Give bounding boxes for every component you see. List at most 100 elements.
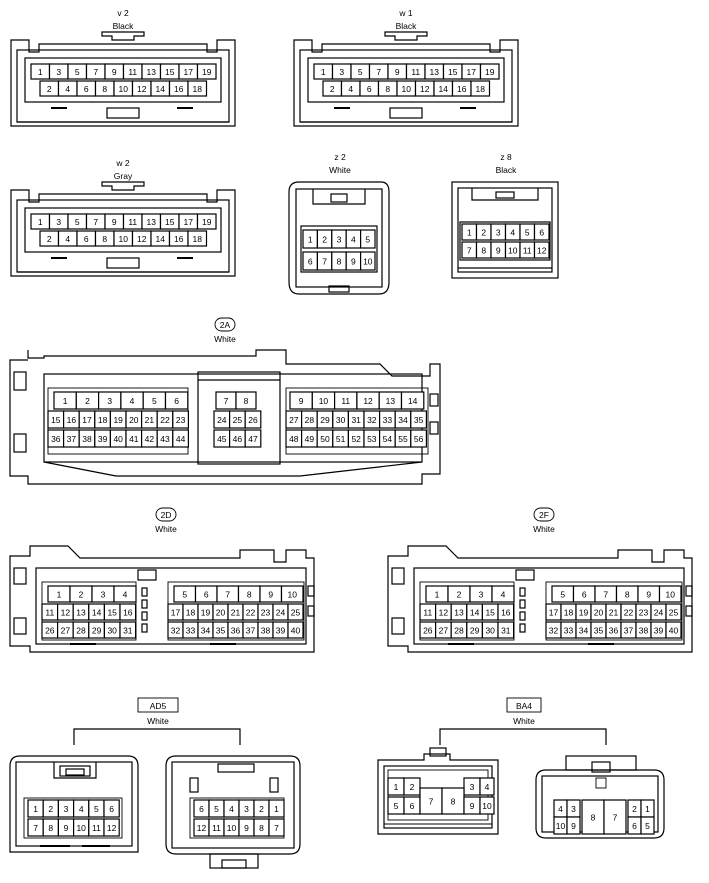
housing-outline — [106, 257, 140, 269]
pin-number: 19 — [202, 67, 212, 77]
pin-number: 2 — [47, 234, 52, 244]
pin-number: 15 — [165, 217, 175, 227]
pin-number: 13 — [430, 67, 440, 77]
pin-cell — [640, 816, 655, 835]
pin-number: 8 — [48, 823, 53, 833]
pin-cell — [103, 818, 120, 837]
pin-number: 5 — [75, 217, 80, 227]
pin-cell — [603, 799, 627, 835]
pin-number: 15 — [165, 67, 175, 77]
pin-number: 12 — [537, 245, 547, 255]
pin-number: 29 — [320, 415, 330, 425]
connector-code: v 2 — [117, 8, 129, 18]
pin-cell — [244, 410, 262, 429]
connector-color: Black — [496, 165, 518, 175]
pin-number: 14 — [156, 234, 166, 244]
housing-outline — [65, 768, 85, 776]
pin-cell — [665, 621, 682, 639]
pin-number: 32 — [549, 625, 559, 635]
pin-number: 46 — [233, 434, 243, 444]
pin-number: 56 — [414, 434, 424, 444]
housing-outline — [307, 57, 505, 103]
pin-number: 7 — [613, 812, 618, 822]
connector-code: z 8 — [500, 152, 512, 162]
pin-cell — [533, 223, 550, 241]
pin-number: 39 — [276, 625, 286, 635]
pin-number: 9 — [64, 823, 69, 833]
pin-number: 3 — [479, 589, 484, 599]
housing-outline — [591, 761, 611, 773]
pin-number: 14 — [156, 84, 166, 94]
housing-outline — [377, 753, 499, 835]
housing-outline — [391, 567, 405, 585]
pin-number: 9 — [470, 801, 475, 811]
pin-number: 4 — [229, 804, 234, 814]
pin-number: 9 — [571, 821, 576, 831]
pin-number: 48 — [289, 434, 299, 444]
pin-number: 35 — [216, 625, 226, 635]
connector-code-badge — [214, 317, 236, 332]
housing-outline — [519, 611, 526, 621]
housing-outline — [459, 221, 551, 261]
housing-outline — [300, 225, 378, 273]
pin-number: 14 — [92, 607, 102, 617]
pin-number: 17 — [171, 607, 181, 617]
pin-number: 4 — [348, 84, 353, 94]
pin-cell — [187, 230, 208, 247]
housing-outline — [9, 349, 441, 485]
pin-number: 27 — [289, 415, 299, 425]
pin-number: 2 — [259, 804, 264, 814]
pin-number: 11 — [128, 217, 137, 227]
pin-number: 1 — [645, 804, 650, 814]
pin-number: 20 — [129, 415, 139, 425]
pin-number: 16 — [501, 607, 511, 617]
pin-number: 38 — [639, 625, 649, 635]
pin-number: 5 — [94, 804, 99, 814]
pin-number: 16 — [123, 607, 133, 617]
pin-number: 37 — [246, 625, 256, 635]
pin-cell — [235, 391, 257, 410]
connector-code: 2A — [220, 320, 231, 330]
pin-number: 10 — [508, 245, 518, 255]
connector-code: AD5 — [150, 701, 167, 711]
pin-number: 38 — [82, 434, 92, 444]
pin-number: 5 — [394, 801, 399, 811]
pin-number: 27 — [439, 625, 449, 635]
pin-number: 20 — [594, 607, 604, 617]
pin-number: 11 — [45, 607, 54, 617]
housing-outline — [391, 617, 405, 635]
pin-number: 10 — [363, 256, 373, 266]
housing-outline — [519, 587, 526, 597]
pin-number: 14 — [470, 607, 480, 617]
pin-cell — [172, 410, 190, 429]
pin-number: 5 — [358, 67, 363, 77]
bracket-line — [439, 728, 607, 745]
housing-outline — [217, 763, 255, 773]
pin-number: 2 — [481, 227, 486, 237]
housing-outline — [471, 188, 539, 201]
pin-number: 1 — [321, 67, 326, 77]
pin-number: 12 — [107, 823, 117, 833]
connector-code: BA4 — [516, 701, 532, 711]
housing-outline — [565, 755, 637, 771]
pin-number: 7 — [224, 396, 229, 406]
pin-number: 4 — [130, 396, 135, 406]
connector-code: 2D — [161, 510, 172, 520]
housing-outline — [269, 777, 279, 793]
pin-number: 5 — [365, 234, 370, 244]
pin-number: 19 — [485, 67, 495, 77]
pin-number: 24 — [654, 607, 664, 617]
pin-number: 6 — [174, 396, 179, 406]
housing-outline — [9, 545, 315, 653]
housing-outline — [101, 181, 145, 191]
pin-number: 6 — [84, 84, 89, 94]
pin-number: 32 — [171, 625, 181, 635]
pin-cell — [400, 391, 425, 410]
pin-number: 1 — [394, 782, 399, 792]
pin-number: 7 — [429, 796, 434, 806]
pin-number: 8 — [247, 589, 252, 599]
pin-number: 3 — [64, 804, 69, 814]
